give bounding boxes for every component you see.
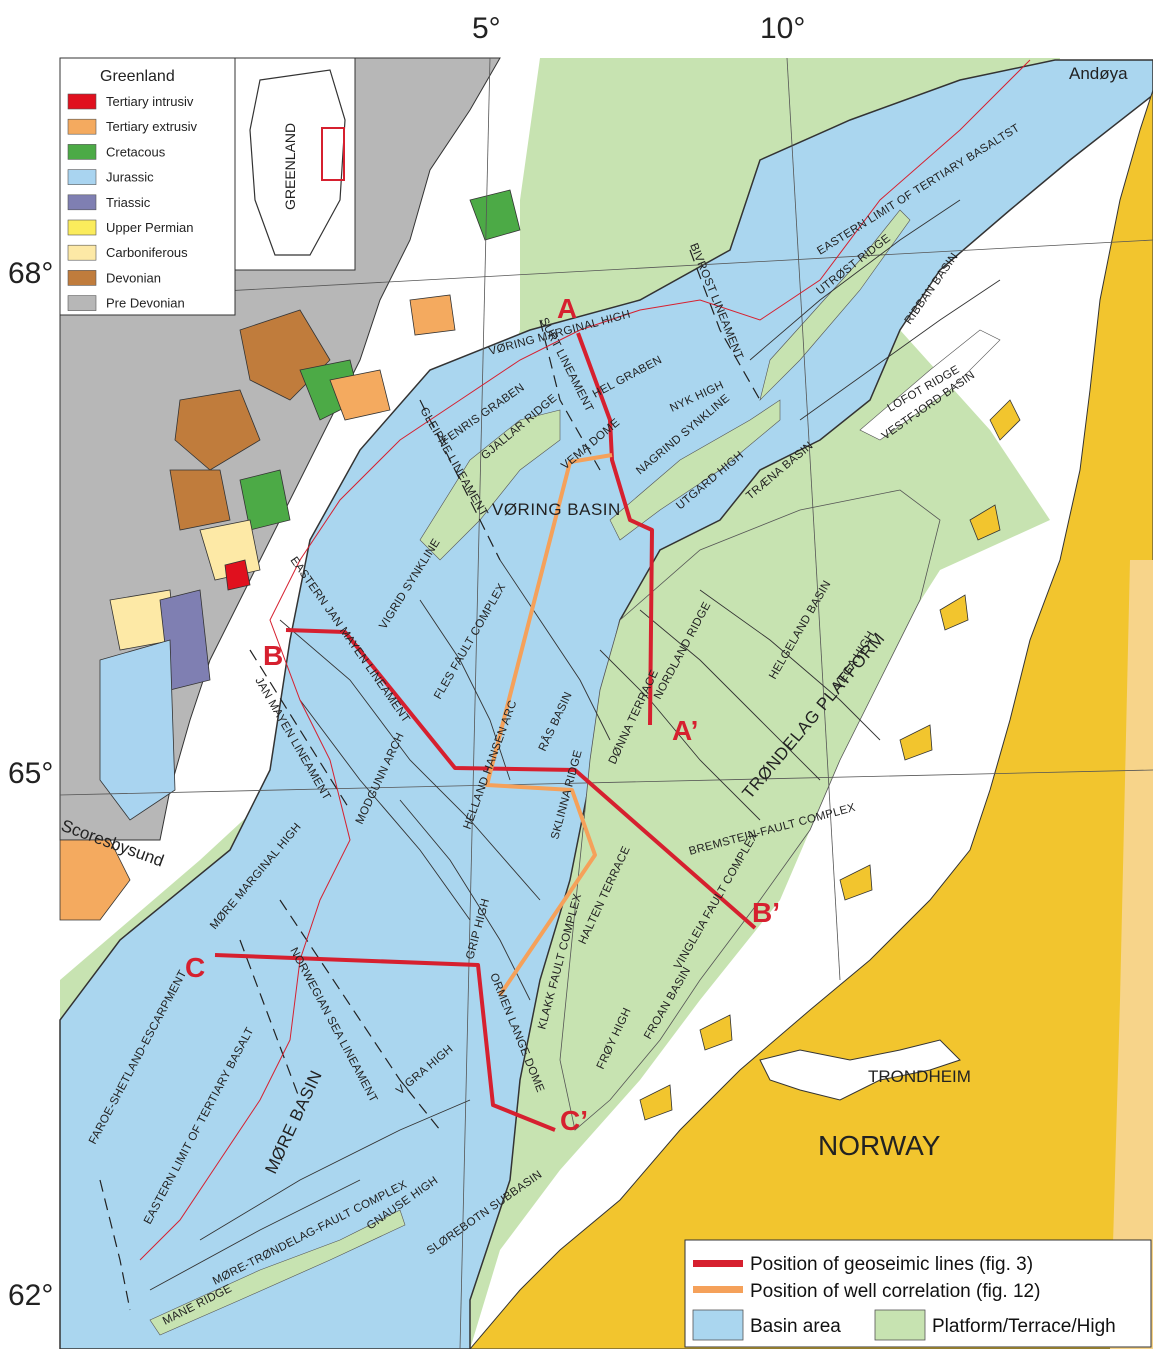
greenland-inset-label: GREENLAND	[282, 123, 298, 210]
fault-lines	[149, 199, 1001, 1291]
legend-item-label: Tertiary extrusiv	[106, 119, 198, 134]
greenland-inset-outline	[249, 69, 346, 256]
ridge-mane	[149, 1209, 406, 1336]
line-label-a: A	[557, 293, 577, 324]
greenland-legend-title: Greenland	[100, 68, 175, 85]
ridge-gjallar	[419, 409, 561, 561]
line-label-a-prime: A’	[672, 715, 698, 746]
norway-landmass	[469, 89, 1153, 1349]
legend-swatch-geoseismic	[693, 1260, 743, 1267]
legend-swatch-0	[67, 93, 97, 110]
legend-swatch-6	[67, 244, 97, 261]
line-c-c-prime	[214, 953, 556, 1132]
norway-inland-pale	[1110, 560, 1153, 1349]
legend-item-label: Jurassic	[106, 170, 154, 185]
greenland-inset-highlight	[321, 127, 345, 181]
legend-item-label: Pre Devonian	[106, 296, 185, 311]
legend-item-label: Tertiary intrusiv	[106, 94, 194, 109]
legend-swatch-8	[67, 295, 97, 311]
legend-swatch-3	[67, 169, 97, 185]
legend-item-label: Devonian	[106, 270, 161, 285]
legend-basin: Basin area	[750, 1316, 841, 1337]
place-norway: NORWAY	[818, 1130, 941, 1161]
ridge-utgard	[609, 399, 781, 541]
trondheim-fjord	[759, 1039, 961, 1101]
legend-item-label: Upper Permian	[106, 220, 193, 235]
line-label-b-prime: B’	[752, 897, 780, 928]
legend-swatch-basin	[692, 1309, 744, 1341]
lat-label-65: 65°	[8, 757, 53, 790]
lat-label-68: 68°	[8, 257, 53, 290]
lon-label-5: 5°	[472, 12, 501, 45]
legend-well-correlation: Position of well correlation (fig. 12)	[750, 1281, 1040, 1302]
line-b-b-prime	[285, 628, 757, 930]
place-andoya: Andøya	[1069, 64, 1128, 83]
legend-platform: Platform/Terrace/High	[932, 1316, 1116, 1337]
coastal-islands	[639, 399, 1021, 1121]
map-legend: Position of geoseimic lines (fig. 3) Pos…	[684, 1239, 1152, 1348]
place-trondheim: TRONDHEIM	[868, 1067, 971, 1086]
geoseismic-lines	[214, 332, 757, 1132]
ridge-lofot	[859, 329, 1001, 441]
line-a-a-prime	[576, 332, 654, 726]
lat-label-62: 62°	[8, 1279, 53, 1312]
legend-swatch-well	[693, 1286, 743, 1293]
legend-swatch-5	[67, 219, 97, 236]
basin-area-north	[59, 59, 1153, 1349]
legend-item-label: Carboniferous	[106, 245, 188, 260]
basalt-limit-lines	[139, 59, 1031, 1261]
line-label-c-prime: C’	[560, 1105, 588, 1136]
legend-swatch-1	[67, 118, 97, 135]
greenland-geology	[59, 189, 521, 921]
graticule	[59, 57, 1153, 1349]
lon-label-10: 10°	[760, 12, 805, 45]
line-label-c: C	[185, 952, 205, 983]
legend-geoseismic: Position of geoseimic lines (fig. 3)	[750, 1254, 1033, 1275]
legend-item-label: Cretacous	[106, 144, 166, 159]
legend-swatch-7	[67, 270, 97, 286]
legend-swatch-platform	[874, 1309, 926, 1341]
legend-item-label: Triassic	[106, 195, 151, 210]
well-correlation-line	[485, 453, 613, 997]
legend-swatch-2	[67, 144, 97, 160]
legend-swatch-4	[67, 194, 97, 211]
line-label-b: B	[263, 640, 283, 671]
basin-voring: VØRING BASIN	[492, 500, 621, 519]
